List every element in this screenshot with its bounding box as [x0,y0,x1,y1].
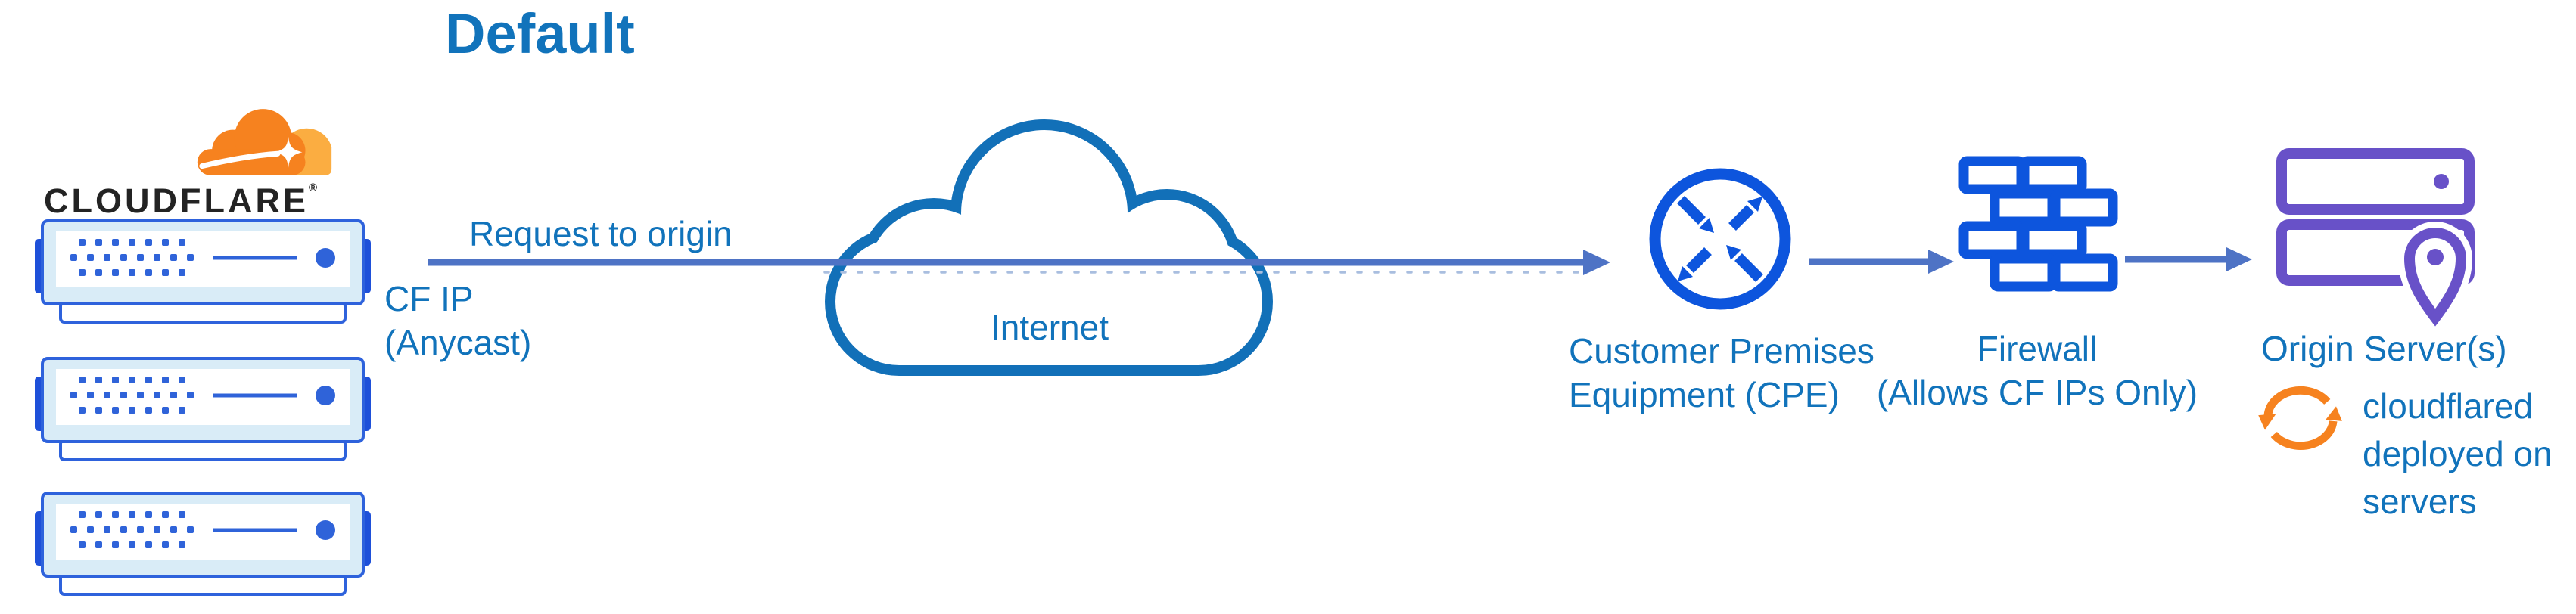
origin-servers-label: Origin Server(s) [2261,327,2507,371]
router-arrows [1677,196,1763,282]
server-vent-dots [70,377,194,414]
cpe-label: Customer Premises Equipment (CPE) [1569,329,1874,417]
internet-label: Internet [819,305,1280,349]
server-vent-dots [70,239,194,276]
request-arrow [428,250,1610,275]
location-pin-icon [2403,228,2467,327]
cloudflared-note-line1: cloudflared [2363,386,2534,426]
request-to-origin-text: Request to origin [469,214,733,253]
internet-cloud-icon [819,106,1280,378]
cf-ip-line: CF IP [384,279,474,318]
request-to-origin-label: Request to origin [469,212,733,256]
cloudflared-note-line2: deployed on [2363,434,2553,473]
firewall-label-line2: (Allows CF IPs Only) [1876,373,2198,412]
cpe-router-icon [1644,163,1796,315]
firewall-label: Firewall (Allows CF IPs Only) [1840,327,2234,414]
edge-server-graphic [35,492,371,596]
edge-server-graphic [35,219,371,324]
page-title: Default [445,2,635,65]
internet-text: Internet [991,308,1109,347]
cpe-to-firewall-arrow [1809,250,1954,274]
cf-ip-anycast-label: CF IP (Anycast) [384,277,531,364]
origin-servers-text: Origin Server(s) [2261,329,2507,368]
origin-servers-icon [2276,148,2496,337]
cloudflared-note-line3: servers [2363,482,2477,521]
server-vent-dots [70,511,194,548]
edge-server-icon [35,492,371,597]
cpe-label-line2: Equipment (CPE) [1569,375,1840,414]
cpe-label-line1: Customer Premises [1569,331,1874,371]
anycast-line: (Anycast) [384,323,532,362]
cloudflare-logo-icon [188,103,343,183]
edge-server-icon [35,219,371,325]
cloudflared-note: cloudflared deployed on servers [2363,383,2553,526]
firewall-icon [1958,156,2118,296]
firewall-to-origin-arrow [2125,247,2252,271]
cloudflare-wordmark-text: CLOUDFLARE [44,181,309,220]
edge-server-graphic [35,357,371,461]
cloudflare-wordmark: CLOUDFLARE® [44,181,317,221]
registered-mark: ® [308,181,318,194]
firewall-label-line1: Firewall [1977,329,2098,368]
edge-server-icon [35,357,371,463]
sync-icon [2257,383,2345,452]
